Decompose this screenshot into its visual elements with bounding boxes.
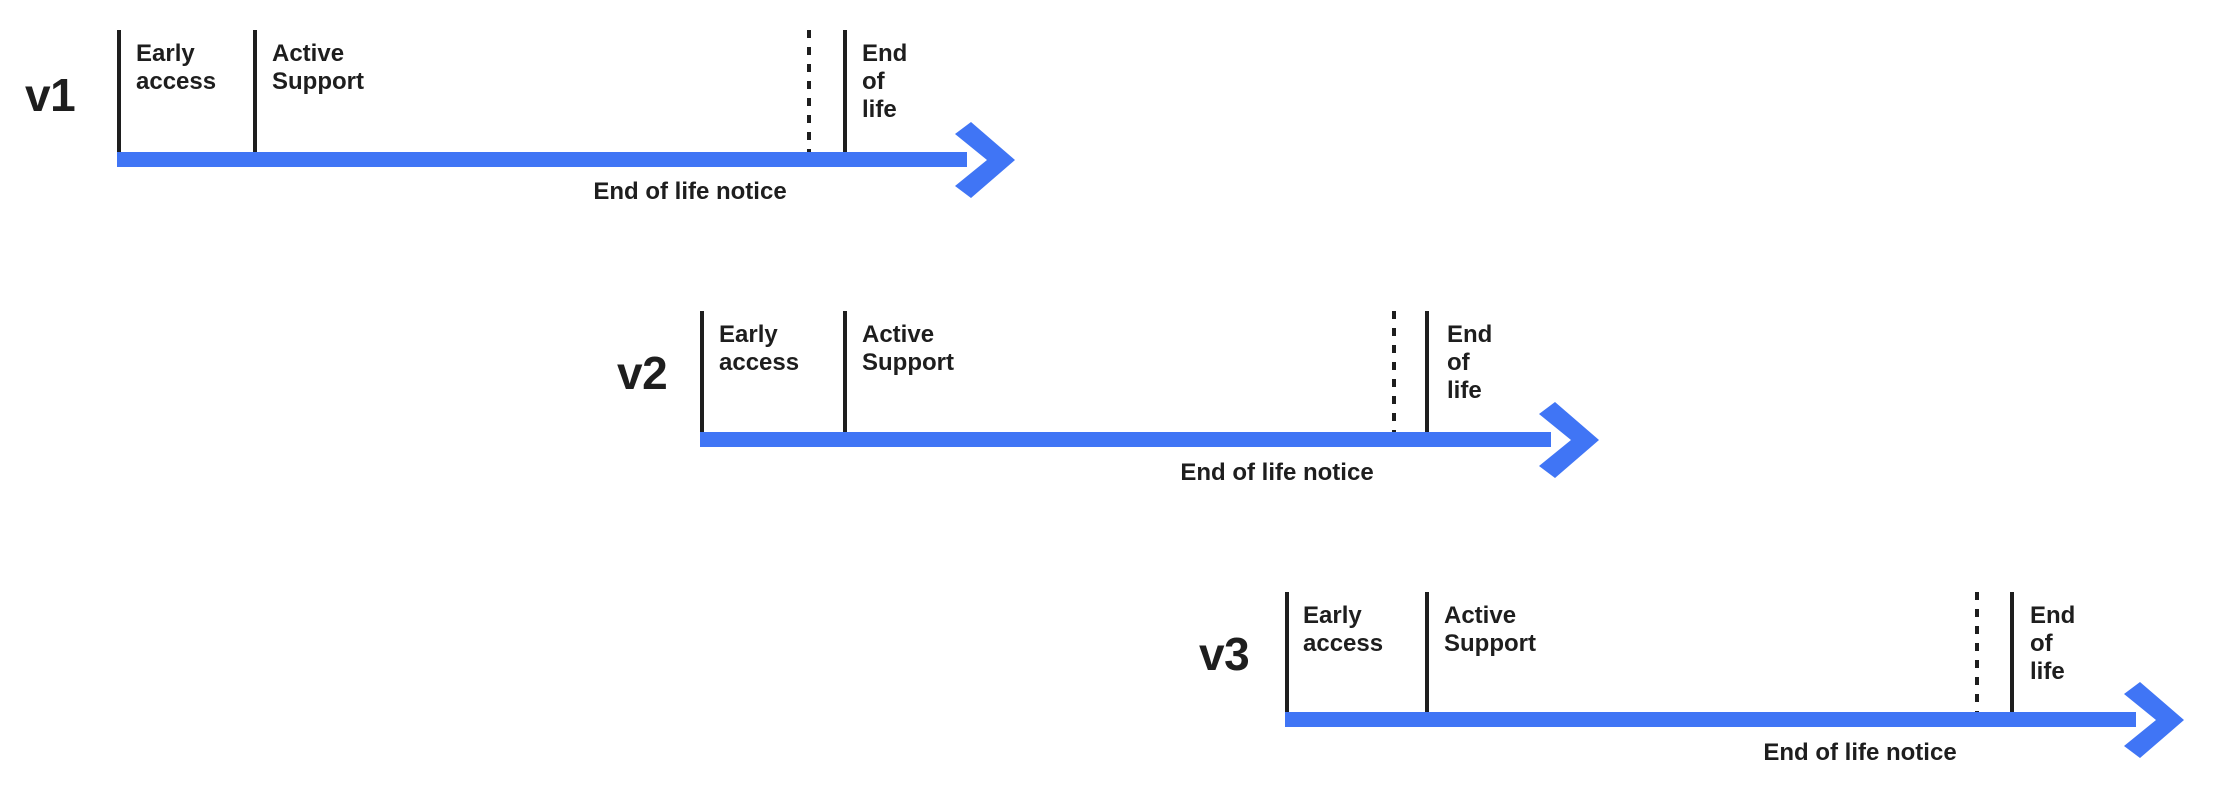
phase-label-early-access-v2: Early access [719,321,800,376]
timeline-arrow-head-v1 [953,121,1017,198]
end-of-life-notice-label-v1: End of life notice [593,178,787,205]
phase-label-end-of-life-v3: End of life [2030,602,2076,685]
tick-early-access-start-v2 [700,311,704,432]
phase-label-active-support-v1: Active Support [272,40,364,95]
timeline-arrow-shaft-v1 [117,152,967,167]
phase-label-end-of-life-v1: End of life [862,40,908,123]
timeline-arrow-shaft-v2 [700,432,1551,447]
version-label-v1: v1 [25,69,76,121]
end-of-life-notice-label-v2: End of life notice [1180,459,1374,486]
tick-end-of-life-start-v1 [843,30,847,152]
tick-end-of-life-notice-v3 [1975,592,1979,712]
phase-label-end-of-life-v2: End of life [1447,321,1493,404]
timeline-arrow-shaft-v3 [1285,712,2136,727]
version-label-v3: v3 [1199,628,1250,680]
phase-label-active-support-v2: Active Support [862,321,954,376]
tick-end-of-life-start-v3 [2010,592,2014,712]
phase-label-active-support-v3: Active Support [1444,602,1536,657]
version-label-v2: v2 [617,347,668,399]
tick-early-access-start-v3 [1285,592,1289,712]
tick-active-support-start-v2 [843,311,847,432]
end-of-life-notice-label-v3: End of life notice [1763,739,1957,766]
tick-early-access-start-v1 [117,30,121,152]
tick-active-support-start-v1 [253,30,257,152]
tick-active-support-start-v3 [1425,592,1429,712]
tick-end-of-life-start-v2 [1425,311,1429,432]
phase-label-early-access-v1: Early access [136,40,217,95]
tick-end-of-life-notice-v2 [1392,311,1396,432]
timeline-arrow-head-v2 [1537,401,1601,478]
timeline-arrow-head-v3 [2122,681,2186,758]
phase-label-early-access-v3: Early access [1303,602,1384,657]
tick-end-of-life-notice-v1 [807,30,811,152]
